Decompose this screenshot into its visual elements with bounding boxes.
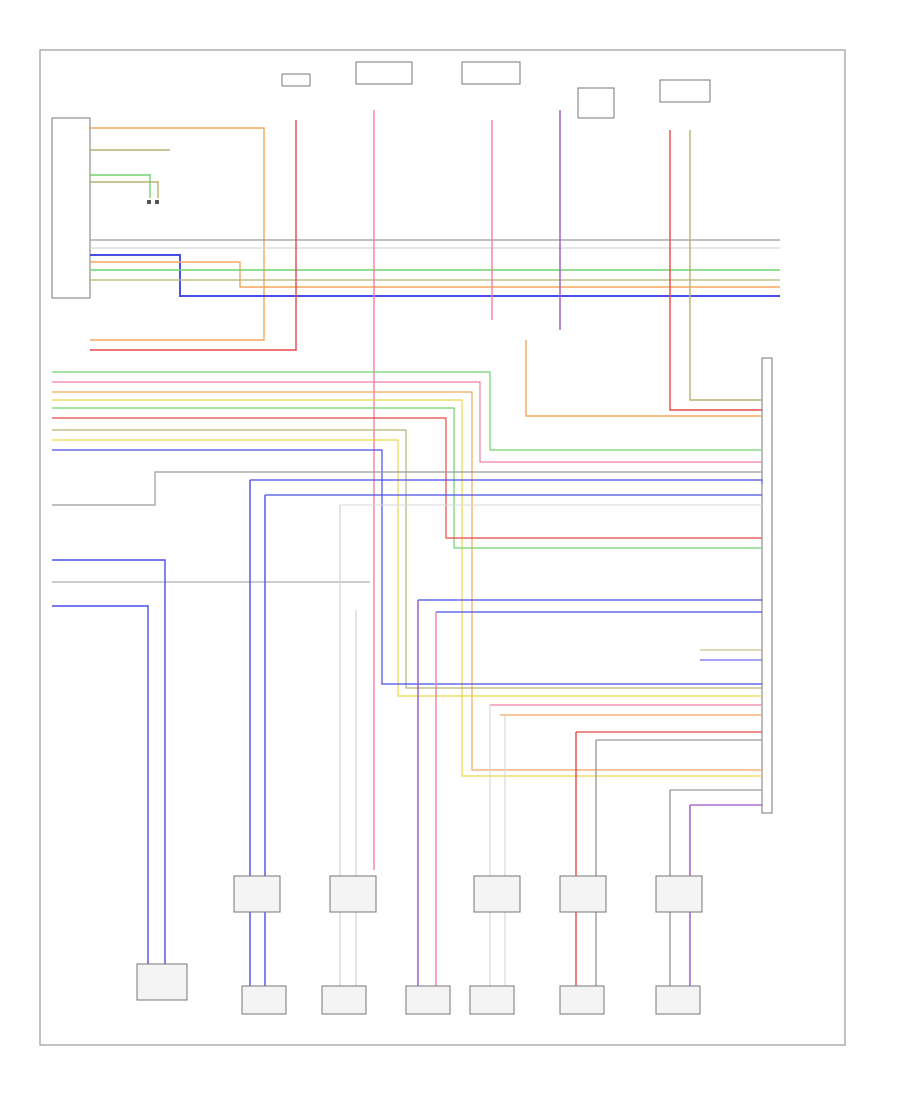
wire-11: [90, 120, 297, 351]
wire-3: [90, 174, 151, 198]
wire-group: [52, 110, 780, 986]
fuse-3: [461, 61, 521, 85]
wire-27: [52, 471, 762, 506]
wire-17: [525, 340, 762, 417]
wire-20: [52, 391, 762, 771]
left-bottom-module: [136, 963, 188, 1001]
wire-7: [90, 254, 780, 297]
wire-8: [90, 261, 780, 288]
wire-25: [52, 439, 762, 697]
speaker-bottom-5: [559, 985, 605, 1015]
speaker-bottom-6: [655, 985, 701, 1015]
top-fuses: [281, 61, 711, 119]
ground-symbol-1: [147, 200, 151, 204]
ground-symbols: [147, 200, 159, 204]
wire-4: [90, 181, 159, 198]
wire-21: [52, 399, 762, 777]
speaker-bottom-4: [469, 985, 515, 1015]
speaker-box-5: [655, 875, 703, 913]
wire-26: [52, 449, 762, 685]
diagram-frame: [39, 49, 846, 1046]
wire-22: [52, 407, 762, 549]
fuse-2: [355, 61, 413, 85]
speaker-box-3: [473, 875, 521, 913]
wire-53: [52, 605, 149, 964]
wire-52: [52, 559, 166, 964]
speaker-bottom-2: [321, 985, 367, 1015]
wire-15: [669, 130, 762, 411]
amplifier-unit: [761, 357, 773, 814]
speaker-bottom-1: [241, 985, 287, 1015]
wire-16: [689, 130, 762, 401]
speaker-boxes-bottom: [241, 985, 701, 1015]
speaker-boxes-top: [233, 875, 703, 913]
wire-18: [52, 371, 762, 451]
ground-symbol-2: [155, 200, 159, 204]
speaker-bottom-3: [405, 985, 451, 1015]
left-connector-block: [51, 117, 91, 299]
speaker-box-2: [329, 875, 377, 913]
speaker-box-4: [559, 875, 607, 913]
wire-19: [52, 381, 762, 463]
fuse-4: [577, 87, 615, 119]
fuse-1: [281, 73, 311, 87]
speaker-box-1: [233, 875, 281, 913]
wire-1: [90, 127, 265, 341]
wire-28: [250, 479, 763, 484]
wire-23: [52, 417, 762, 539]
wire-24: [52, 429, 762, 689]
fuse-5: [659, 79, 711, 103]
